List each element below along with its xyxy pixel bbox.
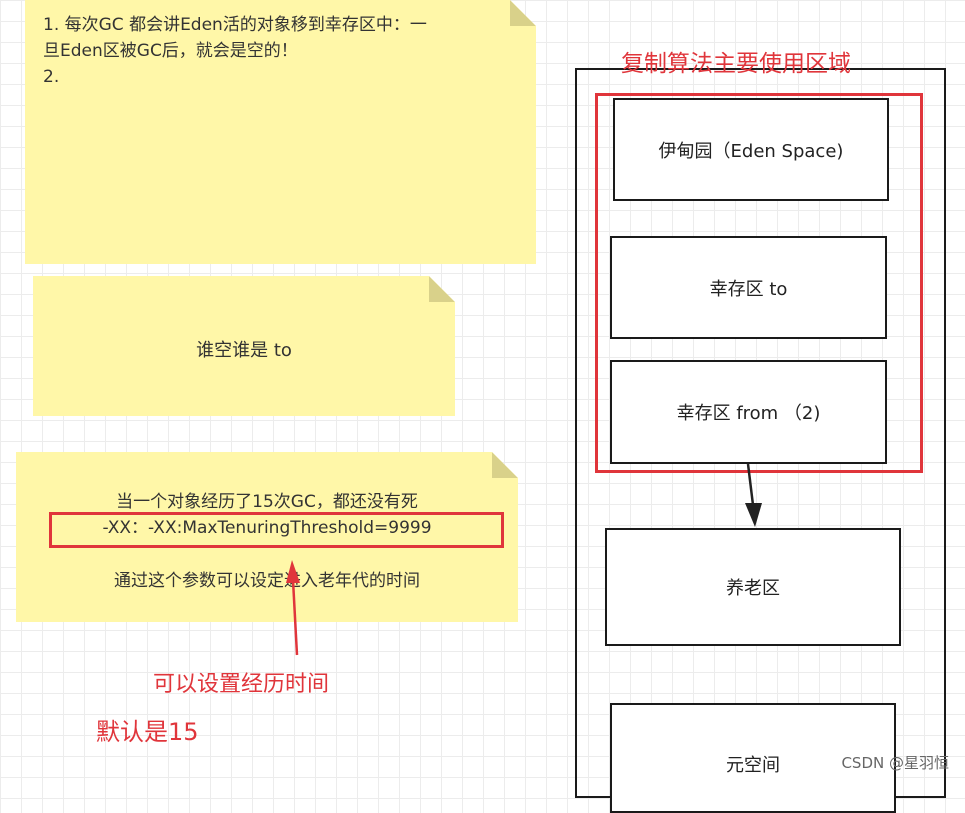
set-experience-time-label: 可以设置经历时间 [153,672,330,697]
note-text: 谁空谁是 to [196,340,292,361]
annotation-pointer-arrow [286,560,300,656]
jvm-param-text: -XX：-XX:MaxTenuringThreshold=9999 [102,518,432,538]
note-line: 2. [43,67,60,87]
old-generation-label: 养老区 [726,578,780,599]
copy-algorithm-area-box [595,93,923,473]
note-line: 通过这个参数可以设定进入老年代的时间 [114,571,420,591]
eden-space-label: 伊甸园（Eden Space) [658,140,844,162]
note-line: 当一个对象经历了15次GC，都还没有死 [116,492,418,512]
survivor-from-label: 幸存区 from （2) [676,403,821,424]
survivor-to-box: 幸存区 to [610,236,887,339]
sticky-note-gc-explanation: 1. 每次GC 都会讲Eden活的对象移到幸存区中：一 旦Eden区被GC后，就… [25,0,536,264]
metaspace-label: 元空间 [726,755,780,776]
old-generation-box: 养老区 [605,528,901,646]
eden-space-box: 伊甸园（Eden Space) [613,98,889,201]
survivor-to-old-arrow [745,463,762,527]
note-line: 旦Eden区被GC后，就会是空的！ [43,41,298,61]
default-value-label: 默认是15 [96,718,199,746]
copy-algorithm-area-label: 复制算法主要使用区域 [621,51,851,77]
param-highlight-box [49,512,504,548]
note-line: 1. 每次GC 都会讲Eden活的对象移到幸存区中：一 [43,15,427,35]
arrows-layer [286,463,762,656]
sticky-note-to-rule: 谁空谁是 to [33,276,455,416]
survivor-to-label: 幸存区 to [709,278,788,300]
csdn-watermark: CSDN @星羽恒 [841,754,949,772]
survivor-from-box: 幸存区 from （2) [610,360,887,464]
